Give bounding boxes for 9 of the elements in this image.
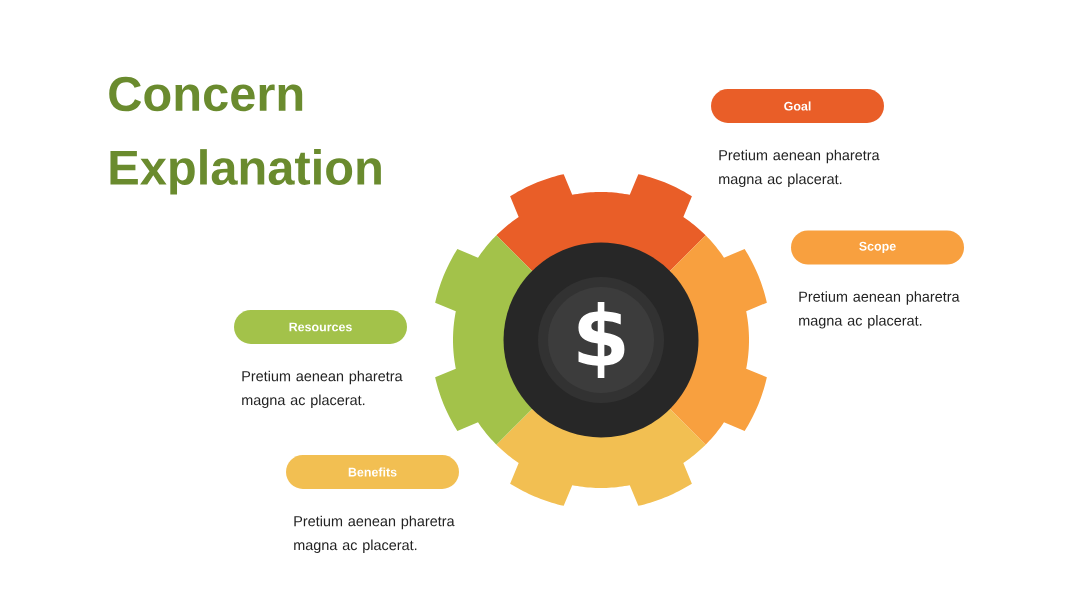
- category-pill: Resources: [234, 310, 407, 344]
- description-text: Pretium aenean pharetra magna ac placerat.: [294, 515, 455, 554]
- category-pill: Goal: [711, 89, 884, 123]
- description-text: Pretium aenean pharetra magna ac placerat.: [242, 370, 403, 409]
- category-pill: Scope: [791, 230, 964, 265]
- title: Concern Explanation: [109, 76, 381, 195]
- description-text: Pretium aenean pharetra magna ac placerat.: [719, 149, 880, 188]
- description-text: Pretium aenean pharetra magna ac placerat.: [799, 291, 960, 329]
- category-pill: Benefits: [286, 455, 459, 489]
